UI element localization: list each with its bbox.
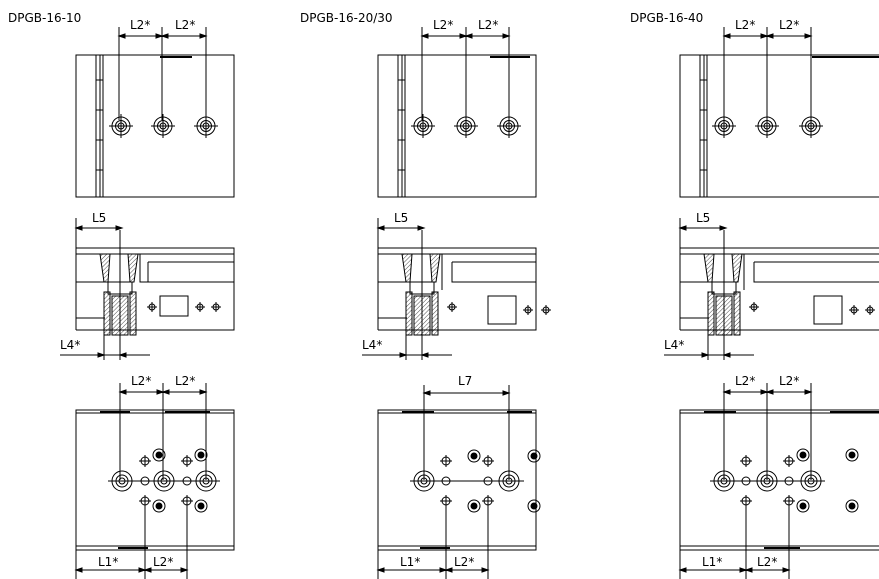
dim-l2-middle-c: L2* (454, 555, 474, 569)
dim-l2-middle-b: L2* (478, 18, 498, 32)
title-right: DPGB-16-40 (630, 11, 703, 25)
hole-left-2 (151, 114, 175, 138)
dim-l4-middle: L4* (362, 338, 382, 352)
bottom-view-left (74, 383, 235, 579)
title-middle: DPGB-16-20/30 (300, 11, 393, 25)
top-view-left (75, 27, 235, 198)
bottom-view-right (678, 383, 879, 579)
dim-l2-left-d: L2* (175, 374, 195, 388)
top-view-middle (377, 27, 537, 198)
hole-left-1 (109, 114, 133, 138)
section-view-left (60, 218, 235, 360)
dim-l2-right-e: L2* (757, 555, 777, 569)
dim-l5-right: L5 (696, 211, 710, 225)
dim-l5-left: L5 (92, 211, 106, 225)
dim-l4-left: L4* (60, 338, 80, 352)
dim-l2-left-a: L2* (130, 18, 150, 32)
top-view-right (679, 27, 879, 198)
title-left: DPGB-16-10 (8, 11, 81, 25)
dim-l2-middle-a: L2* (433, 18, 453, 32)
dim-l2-right-a: L2* (735, 18, 755, 32)
dim-l2-left-e: L2* (153, 555, 173, 569)
dim-l1-right: L1* (702, 555, 722, 569)
dim-l5-middle: L5 (394, 211, 408, 225)
dim-l4-right: L4* (664, 338, 684, 352)
dim-l2-left-c: L2* (131, 374, 151, 388)
dim-l2-right-d: L2* (779, 374, 799, 388)
dim-l7-middle: L7 (458, 374, 472, 388)
section-view-middle (362, 218, 551, 360)
dim-l2-right-b: L2* (779, 18, 799, 32)
bottom-view-middle (376, 385, 541, 579)
dim-l1-left: L1* (98, 555, 118, 569)
dim-l1-middle: L1* (400, 555, 420, 569)
dim-l2-right-c: L2* (735, 374, 755, 388)
section-view-right (664, 218, 879, 360)
hole-left-3 (194, 114, 218, 138)
dim-l2-left-b: L2* (175, 18, 195, 32)
